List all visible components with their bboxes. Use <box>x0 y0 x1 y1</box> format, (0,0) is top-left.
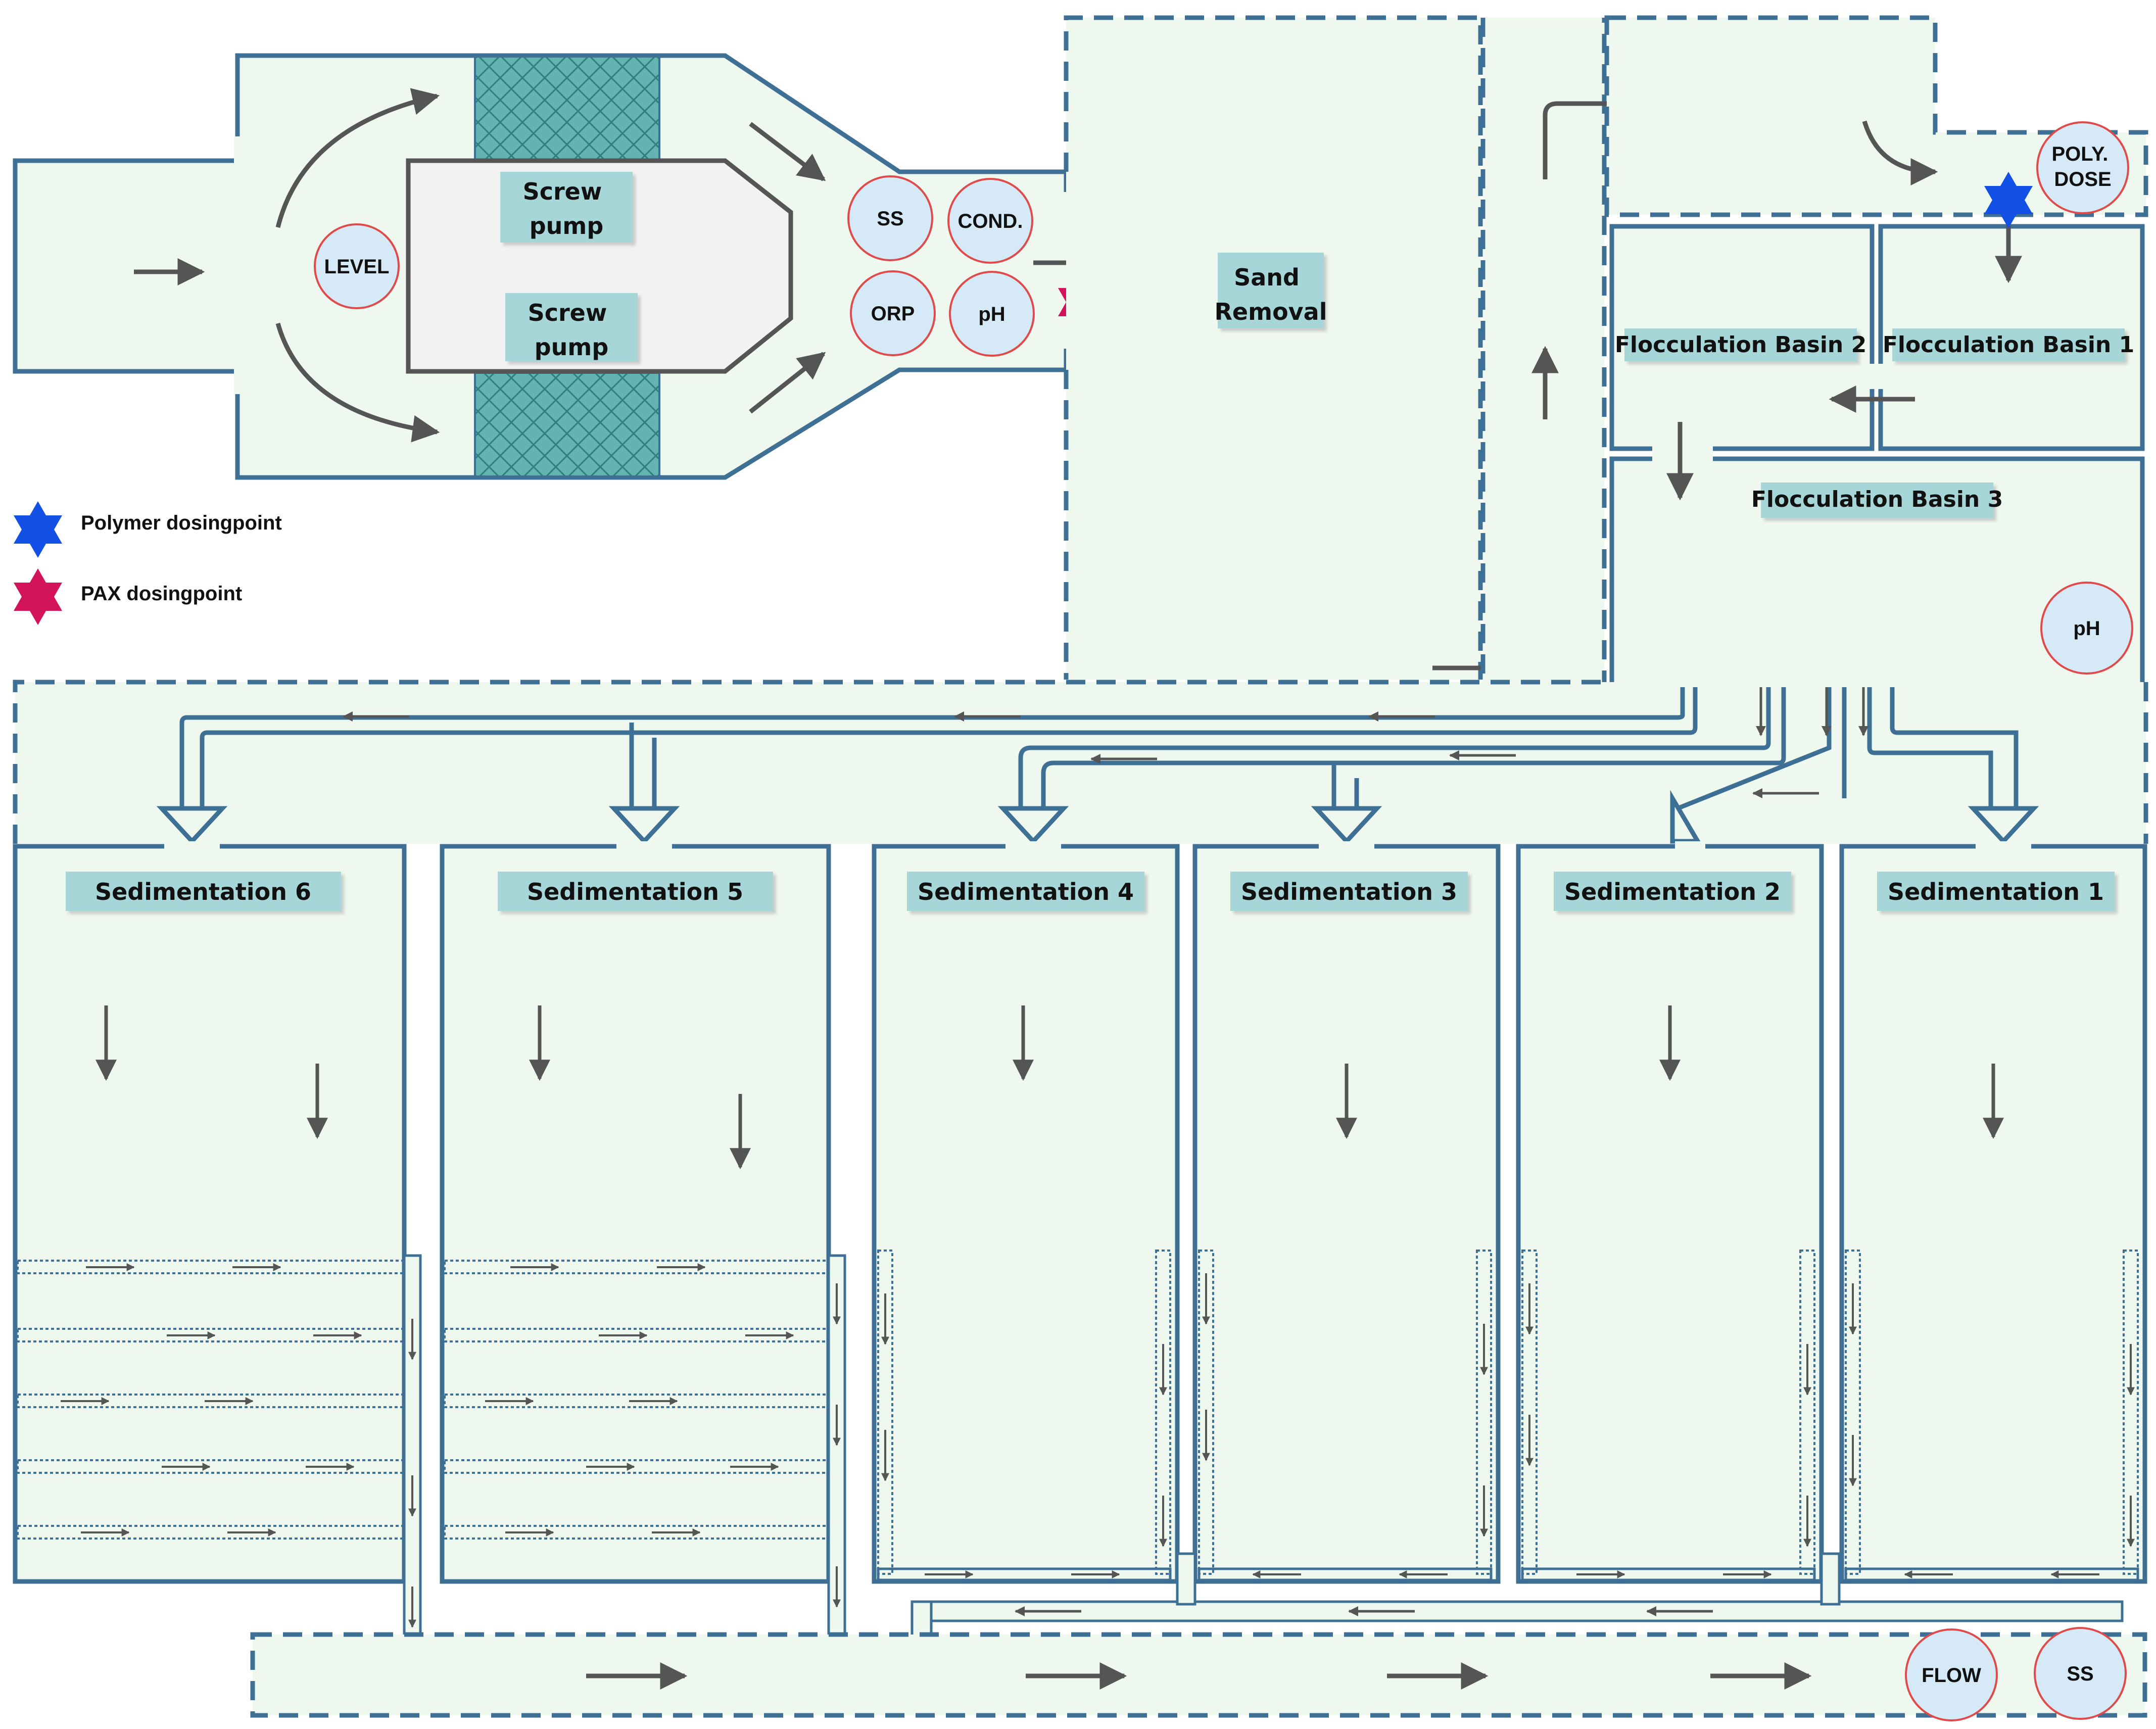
svg-text:LEVEL: LEVEL <box>324 256 390 278</box>
riser-arrow-top <box>1543 90 1665 179</box>
svg-text:Screw pump: Screw pump <box>528 299 615 361</box>
inlet-section: Screw pump Screw pump LEVEL SS COND. <box>13 53 1182 480</box>
flocculation-basin-1-label <box>1892 328 2125 361</box>
sedimentation-tank-4 <box>872 844 1180 1584</box>
svg-text:Flocculation Basin 2: Flocculation Basin 2 <box>1615 332 1866 358</box>
legend: Polymer dosingpoint PAX dosingpoint <box>14 501 282 625</box>
flow-sensor: FLOW <box>1905 1628 1998 1721</box>
ph-sensor-inlet: pH <box>949 271 1035 357</box>
ph-sensor-flocculation: pH <box>2040 582 2133 675</box>
polymer-legend-label: Polymer dosingpoint <box>81 512 282 534</box>
sedimentation-tank-2 <box>1516 844 1824 1584</box>
riser-channel <box>1480 18 1665 690</box>
svg-text:pH: pH <box>978 303 1005 325</box>
sedimentation-tank-3 <box>1192 844 1501 1584</box>
svg-text:COND.: COND. <box>958 210 1023 232</box>
orp-sensor: ORP <box>850 270 936 356</box>
flocculation-section: Flocculation Basin 2 Flocculation Basin … <box>1604 15 2148 690</box>
svg-text:SS: SS <box>2067 1663 2093 1685</box>
svg-text:SS: SS <box>877 208 903 230</box>
svg-text:Flocculation Basin 1: Flocculation Basin 1 <box>1883 332 2134 358</box>
screw-pump-2-text: Screw <box>528 299 607 326</box>
flocculation-basin-2-label <box>1624 328 1857 361</box>
svg-text:POLY. DOSE: POLY. DOSE <box>2051 143 2114 190</box>
level-sensor: LEVEL <box>314 223 400 309</box>
sedimentation-3-label: Sedimentation 3 <box>1241 878 1457 905</box>
flocculation-basin-3-label <box>1761 483 1993 518</box>
sedimentation-tank-1 <box>1839 844 2147 1584</box>
distribution-channel <box>13 680 2148 845</box>
distribution-arrowhead-4 <box>997 806 1069 845</box>
outlet-channel: FLOW SS <box>250 1627 2147 1721</box>
polymer-legend-star-icon <box>14 501 62 558</box>
flow-arrow-up-curve <box>275 88 440 228</box>
svg-text:pH: pH <box>2073 617 2100 640</box>
pax-legend-star-icon <box>14 568 62 625</box>
screw-pump-2-label <box>505 293 638 361</box>
flow-arrow-diag-up <box>749 352 826 414</box>
screw-pump-1-label <box>500 172 633 243</box>
flow-arrow-to-poly <box>1862 120 1938 185</box>
screw-pump-1-text: Screw <box>523 178 602 205</box>
svg-text:Flocculation Basin 3: Flocculation Basin 3 <box>1751 487 2003 512</box>
polymer-dosing-star-icon <box>1984 172 2033 228</box>
sedimentation-1-label: Sedimentation 1 <box>1888 878 2104 905</box>
sedimentation-tank-6 <box>13 844 407 1584</box>
sedimentation-tank-5 <box>440 844 831 1584</box>
sedimentation-6-label: Sedimentation 6 <box>95 878 311 905</box>
svg-text:FLOW: FLOW <box>1922 1664 1981 1687</box>
sand-removal-label <box>1218 253 1324 328</box>
flow-arrow-down-curve <box>275 322 440 443</box>
screen-mesh-bottom <box>474 372 660 477</box>
svg-text:Screw pump: Screw pump <box>523 178 610 239</box>
distribution-arrowhead-5 <box>608 806 680 845</box>
svg-text:ORP: ORP <box>871 303 915 325</box>
poly-dose-indicator: POLY. DOSE <box>2036 121 2129 214</box>
sedimentation-section: Sedimentation 6 Sedimentation 5 Sediment… <box>13 841 2147 1654</box>
flow-arrow-diag-down <box>749 122 826 181</box>
sedimentation-5-label: Sedimentation 5 <box>527 878 743 905</box>
pax-legend-label: PAX dosingpoint <box>81 583 242 605</box>
distribution-arrowhead-6 <box>156 806 228 845</box>
ss-sensor-inlet: SS <box>847 175 933 261</box>
sedimentation-2-label: Sedimentation 2 <box>1564 878 1781 905</box>
sedimentation-4-label: Sedimentation 4 <box>918 878 1134 905</box>
ss-sensor-outlet: SS <box>2034 1627 2127 1720</box>
distribution-arrowhead-1 <box>1968 806 2039 845</box>
conductivity-sensor: COND. <box>947 178 1033 264</box>
distribution-arrowhead-3 <box>1311 806 1382 845</box>
sand-removal-section: Sand Removal <box>1064 15 1564 680</box>
screen-mesh-top <box>474 56 660 163</box>
svg-text:Sand Removal: Sand Removal <box>1215 264 1327 325</box>
